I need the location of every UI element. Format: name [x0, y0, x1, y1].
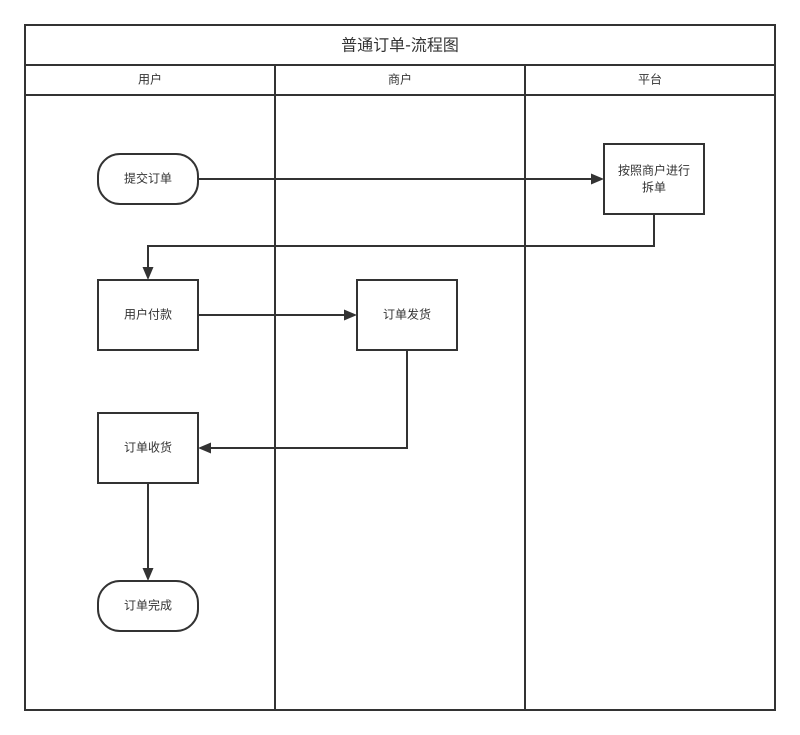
arrowhead-pay: [142, 267, 154, 280]
node-label-line-1: 按照商户进行: [618, 163, 690, 178]
node-user-payment: 用户付款: [97, 279, 199, 351]
node-label: 用户付款: [124, 307, 172, 322]
lane-header-user: 用户: [138, 72, 162, 87]
process-shape: [97, 279, 199, 351]
node-order-complete: 订单完成: [97, 580, 199, 632]
node-label-line-2: 拆单: [642, 180, 666, 195]
node-label: 提交订单: [124, 171, 172, 186]
node-label: 订单发货: [383, 307, 431, 322]
lane-header-platform: 平台: [638, 72, 662, 87]
node-label: 订单完成: [124, 598, 172, 613]
lane-header-merchant: 商户: [388, 72, 412, 87]
arrowhead-split: [591, 173, 604, 185]
process-shape: [356, 279, 458, 351]
process-shape: [603, 143, 705, 215]
node-order-shipped: 订单发货: [356, 279, 458, 351]
edge-split-to-pay: [147, 214, 655, 269]
terminator-shape: [97, 580, 199, 632]
terminator-shape: [97, 153, 199, 205]
process-shape: [97, 412, 199, 484]
node-order-received: 订单收货: [97, 412, 199, 484]
arrowhead-complete: [142, 568, 154, 581]
node-split-by-merchant: 按照商户进行 拆单: [603, 143, 705, 215]
edge-ship-to-receive: [209, 350, 408, 449]
diagram-title: 普通订单-流程图: [341, 36, 459, 55]
node-label: 订单收货: [124, 440, 172, 455]
node-submit-order: 提交订单: [97, 153, 199, 205]
arrowhead-receive: [198, 442, 211, 454]
arrowhead-ship: [344, 309, 357, 321]
